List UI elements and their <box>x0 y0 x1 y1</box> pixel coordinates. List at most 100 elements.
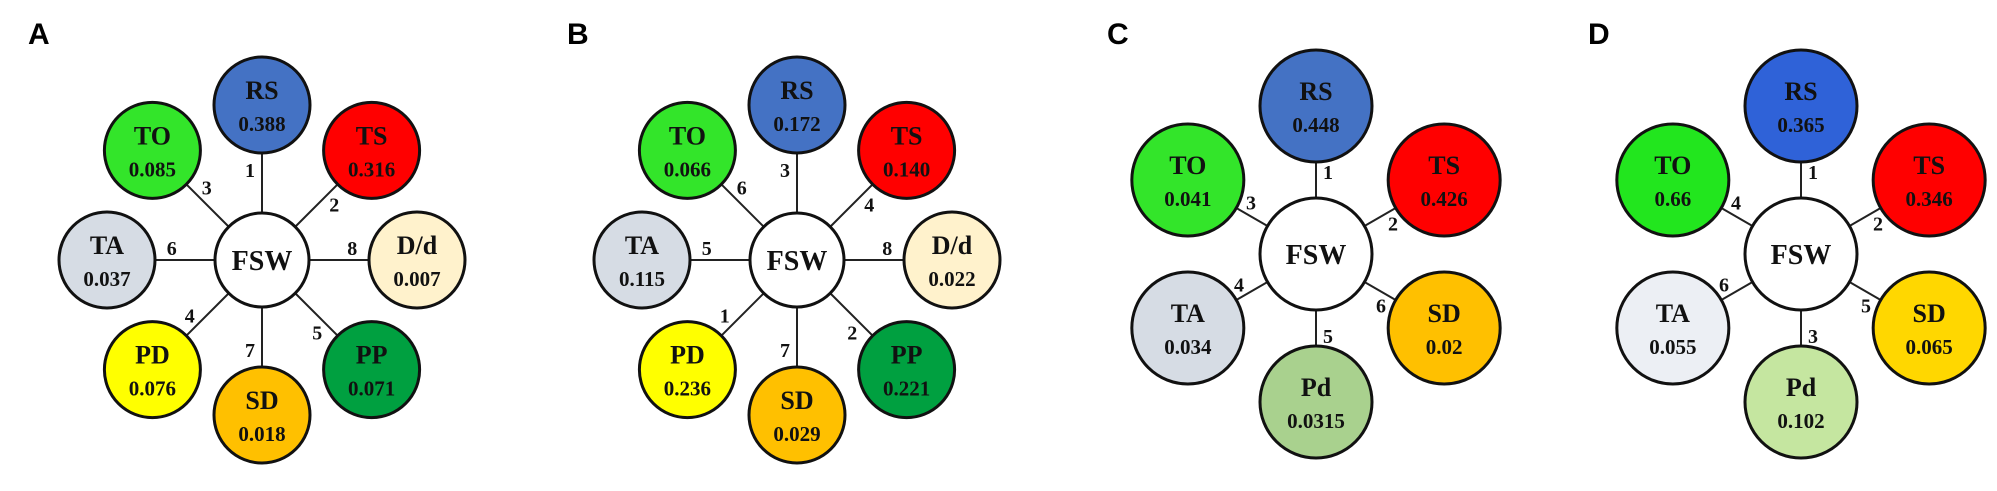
node-value: 0.041 <box>1164 187 1211 211</box>
node-value: 0.065 <box>1906 335 1953 359</box>
node-label: TA <box>1171 299 1205 328</box>
edge-to <box>185 183 230 228</box>
node-value: 0.018 <box>238 422 285 446</box>
edge-rank: 4 <box>1234 275 1244 297</box>
node-value: 0.071 <box>348 377 395 401</box>
node-to: TO0.66 <box>1615 122 1731 238</box>
node-circle <box>747 55 847 155</box>
node-value: 0.085 <box>129 157 176 181</box>
edge-rank: 4 <box>864 195 874 217</box>
node-label: RS <box>1784 77 1817 106</box>
node-label: Pd <box>1301 373 1332 402</box>
node-label: TA <box>90 231 124 260</box>
edge-to <box>720 183 765 228</box>
node-circle <box>1130 122 1246 238</box>
node-ta: TA 0.115 <box>592 210 692 310</box>
node-label: RS <box>1299 77 1332 106</box>
node-label: SD <box>780 386 813 415</box>
node-circle <box>592 210 692 310</box>
edge-ts <box>1363 207 1397 227</box>
node-ts: TS0.346 <box>1871 122 1987 238</box>
node-to: TO0.066 <box>637 100 737 200</box>
panel-d: D125364FSWRS0.365TS0.346SD0.065Pd0.102TA… <box>1588 18 1987 460</box>
node-value: 0.140 <box>883 157 930 181</box>
edge-to <box>1720 207 1754 227</box>
edge-pp <box>829 292 874 337</box>
edge-rank: 6 <box>1719 275 1729 297</box>
edge-rank: 2 <box>1873 213 1883 235</box>
node-value: 0.0315 <box>1287 409 1345 433</box>
node-circle <box>1615 270 1731 386</box>
node-label: TA <box>625 231 659 260</box>
edge-rank: 4 <box>185 305 195 327</box>
center-node <box>213 211 311 309</box>
node-rs: RS 0.365 <box>1743 48 1859 164</box>
node-d-d: D/d 0.022 <box>902 210 1002 310</box>
edge-ts <box>1848 207 1882 227</box>
panel-letter: B <box>567 18 589 51</box>
node-label: TO <box>134 121 171 150</box>
node-circle <box>747 365 847 465</box>
node-circle <box>1871 122 1987 238</box>
edge-pd <box>720 292 765 337</box>
node-value: 0.037 <box>83 267 130 291</box>
node-value: 0.115 <box>619 267 665 291</box>
edge-sd <box>1363 281 1397 301</box>
node-value: 0.076 <box>129 377 176 401</box>
edge-rank: 1 <box>720 305 730 327</box>
node-circle <box>637 100 737 200</box>
node-sd: SD 0.065 <box>1871 270 1987 386</box>
center-node-label: FSW <box>1286 240 1347 271</box>
node-value: 0.172 <box>773 112 820 136</box>
node-circle <box>1871 270 1987 386</box>
node-ta: TA0.055 <box>1615 270 1731 386</box>
node-circle <box>902 210 1002 310</box>
edge-rank: 6 <box>167 238 177 260</box>
edge-rank: 6 <box>737 178 747 200</box>
node-circle <box>212 365 312 465</box>
node-sd: SD0.029 <box>747 365 847 465</box>
node-label: PD <box>670 341 705 370</box>
node-label: TS <box>1428 151 1460 180</box>
node-ta: TA 0.034 <box>1130 270 1246 386</box>
node-value: 0.022 <box>928 267 975 291</box>
node-pd: Pd0.102 <box>1743 344 1859 460</box>
center-node-label: FSW <box>232 246 293 277</box>
node-circle <box>322 100 422 200</box>
node-label: PP <box>356 341 388 370</box>
node-label: D/d <box>397 231 438 260</box>
edge-ta <box>1720 281 1754 301</box>
node-circle <box>367 210 467 310</box>
node-value: 0.055 <box>1649 335 1696 359</box>
edge-rank: 5 <box>702 238 712 260</box>
edge-rank: 3 <box>202 178 212 200</box>
node-label: SD <box>245 386 278 415</box>
node-circle <box>102 100 202 200</box>
node-label: D/d <box>932 231 973 260</box>
node-label: SD <box>1913 299 1946 328</box>
node-pd: Pd 0.0315 <box>1258 344 1374 460</box>
edge-rank: 1 <box>245 160 255 182</box>
edge-rank: 3 <box>1246 193 1256 215</box>
node-value: 0.034 <box>1164 335 1212 359</box>
node-value: 0.448 <box>1292 113 1339 137</box>
node-pp: PP0.221 <box>857 320 957 420</box>
edge-pd <box>185 292 230 337</box>
node-circle <box>1258 344 1374 460</box>
center-node-label: FSW <box>1771 240 1832 271</box>
node-value: 0.365 <box>1777 113 1824 137</box>
node-value: 0.221 <box>883 377 930 401</box>
node-to: TO 0.085 <box>102 100 202 200</box>
node-circle <box>1130 270 1246 386</box>
node-label: PD <box>135 341 170 370</box>
edge-rank: 2 <box>329 195 339 217</box>
node-ts: TS0.316 <box>322 100 422 200</box>
center-node <box>748 211 846 309</box>
node-sd: SD0.02 <box>1386 270 1502 386</box>
node-label: TO <box>1169 151 1206 180</box>
edge-rank: 7 <box>780 340 790 362</box>
edge-rank: 6 <box>1376 295 1386 317</box>
node-value: 0.388 <box>238 112 285 136</box>
edge-rank: 4 <box>1731 193 1741 215</box>
